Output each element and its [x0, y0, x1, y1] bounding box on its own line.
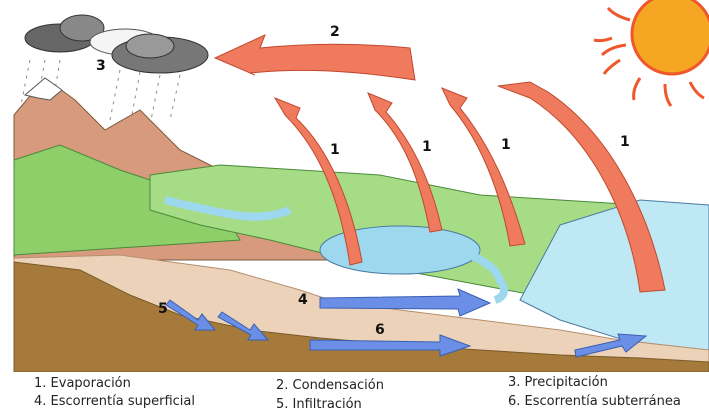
label-surface-runoff: 4	[298, 292, 308, 308]
evaporation-arrows	[273, 81, 666, 293]
label-evaporation-1: 1	[330, 142, 340, 158]
label-evaporation-3: 1	[501, 137, 511, 153]
legend: 1. Evaporación 2. Condensación 3. Precip…	[0, 372, 709, 415]
label-precipitation: 3	[96, 58, 106, 74]
legend-item-condensation: 2. Condensación	[276, 378, 384, 393]
legend-item-groundwater-runoff: 6. Escorrentía subterránea	[508, 394, 681, 409]
label-groundwater: 6	[375, 322, 385, 338]
label-condensation: 2	[330, 24, 340, 40]
legend-item-infiltration: 5. Infiltración	[276, 397, 362, 412]
label-evaporation-4: 1	[620, 134, 630, 150]
condensation-arrow	[213, 34, 416, 81]
landscape	[13, 77, 709, 372]
water-cycle-diagram: 2 3 1 1 1 1 4 5 6	[13, 0, 709, 372]
legend-item-precipitation: 3. Precipitación	[508, 375, 608, 390]
legend-item-evaporation: 1. Evaporación	[34, 376, 131, 391]
runoff-arrows	[165, 288, 648, 358]
label-evaporation-2: 1	[422, 139, 432, 155]
legend-item-surface-runoff: 4. Escorrentía superficial	[34, 394, 195, 409]
label-infiltration: 5	[158, 301, 168, 317]
cloud-icon	[24, 14, 209, 74]
sun-icon	[593, 0, 709, 107]
